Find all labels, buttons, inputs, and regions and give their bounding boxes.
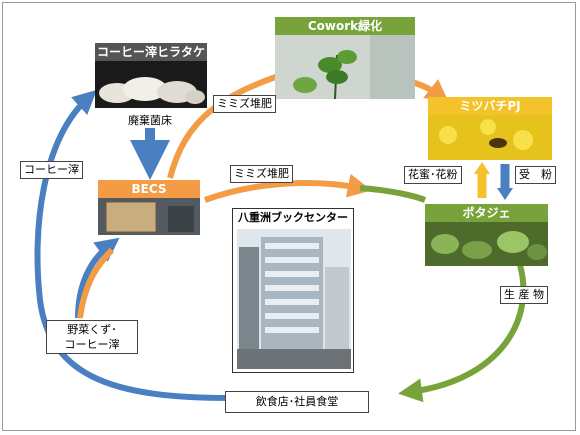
arrow-yasai-to-becs	[75, 237, 120, 319]
arrow-green-to-potager	[359, 185, 427, 203]
label-coffee-kasu: コーヒー滓	[20, 161, 83, 179]
becs-photo	[98, 198, 200, 235]
node-coffee-label: コーヒー滓ヒラタケ	[95, 43, 207, 61]
potager-photo	[425, 222, 548, 266]
arrow-lower-to-becs	[77, 247, 115, 319]
arrow-cowork-to-mitsubachi	[411, 79, 450, 104]
node-potager: ポタジェ	[425, 204, 548, 266]
arrow-becs-to-cowork	[167, 69, 291, 179]
arrow-loop-coffee-kasu	[34, 89, 231, 401]
label-yasai-kuzu: 野菜くず･ コーヒー滓	[46, 320, 138, 354]
arrow-potager-to-inshoku	[398, 264, 527, 403]
building-photo	[237, 229, 351, 369]
label-yasai-line1: 野菜くず･	[67, 323, 117, 336]
label-yasai-line2: コーヒー滓	[64, 338, 120, 351]
label-seisanbutsu: 生 産 物	[500, 286, 548, 304]
mushroom-photo	[95, 61, 207, 108]
node-mitsubachi: ミツバチPJ	[428, 97, 552, 160]
node-cowork: Cowork緑化	[275, 17, 415, 99]
node-bookcenter-label: 八重洲ブックセンター	[233, 209, 353, 227]
bee-photo	[428, 115, 552, 160]
node-becs: BECS	[98, 180, 200, 235]
label-inshoku: 飲食店･社員食堂	[225, 391, 369, 413]
label-kamitsu-kafun: 花蜜･花粉	[404, 166, 462, 184]
node-mitsubachi-label: ミツバチPJ	[428, 97, 552, 115]
node-potager-label: ポタジェ	[425, 204, 548, 222]
label-mimizu-top: ミミズ堆肥	[213, 95, 276, 113]
node-cowork-label: Cowork緑化	[275, 17, 415, 35]
label-mimizu-mid: ミミズ堆肥	[230, 165, 293, 183]
label-jufun: 受 粉	[515, 166, 556, 184]
node-becs-label: BECS	[98, 180, 200, 198]
label-haiki-kinsho: 廃棄菌床	[128, 114, 172, 127]
cowork-photo	[275, 35, 415, 99]
arrow-becs-to-potager	[203, 173, 372, 203]
node-bookcenter: 八重洲ブックセンター	[232, 208, 354, 373]
node-coffee-mushroom: コーヒー滓ヒラタケ	[95, 43, 207, 108]
